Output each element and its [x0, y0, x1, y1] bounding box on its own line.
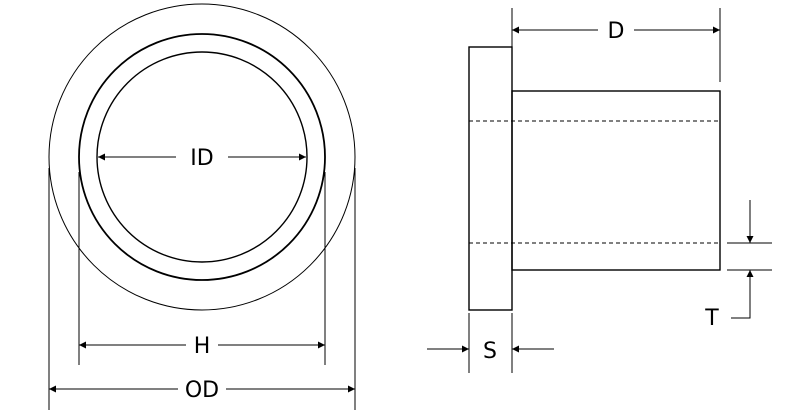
side-view: D S T — [427, 8, 772, 373]
id-label: ID — [190, 146, 213, 171]
end-view: ID H OD — [48, 3, 356, 410]
t-label: T — [704, 306, 719, 331]
d-label: D — [608, 19, 625, 44]
bore-circle — [96, 51, 308, 263]
d-dimension: D — [511, 8, 721, 82]
s-dimension: S — [427, 313, 554, 373]
flange-outer-circle — [48, 3, 356, 311]
h-label: H — [194, 334, 211, 359]
body-rectangle — [511, 90, 721, 271]
body-outer-circle — [78, 33, 326, 281]
flange-rectangle — [468, 46, 513, 311]
id-dimension: ID — [98, 146, 306, 171]
od-dimension: OD — [49, 378, 355, 403]
s-label: S — [483, 339, 497, 364]
h-dimension: H — [79, 334, 325, 359]
t-dimension: T — [704, 200, 772, 331]
od-label: OD — [185, 378, 219, 403]
